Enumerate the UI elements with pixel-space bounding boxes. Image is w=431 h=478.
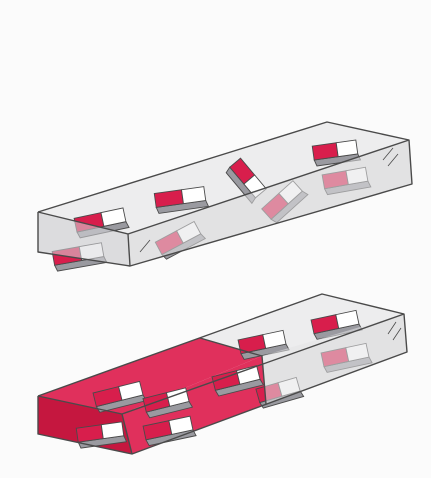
- box-bottom-front-face: [262, 314, 407, 404]
- box-top-glass-glints: [139, 147, 399, 253]
- box-bottom-glass-glints: [387, 321, 402, 341]
- box-top-end-face: [38, 212, 130, 266]
- box-bottom-block-5: [92, 380, 148, 413]
- box-bottom-fill-edge: [199, 337, 267, 405]
- box-top-outline: [37, 121, 413, 267]
- box-top-block-1: [311, 139, 362, 167]
- box-top-front-face: [128, 140, 412, 266]
- box-bottom-block-8: [75, 421, 128, 449]
- box-bottom-block-7: [211, 365, 265, 397]
- box-bottom-block-9: [142, 415, 197, 447]
- box-top-block-5: [153, 186, 210, 214]
- box-top: [37, 121, 413, 272]
- box-bottom-corner-edge: [121, 413, 133, 455]
- box-top-corner-edge: [127, 233, 131, 267]
- box-bottom-block-2: [237, 329, 290, 360]
- box-bottom: [37, 293, 408, 455]
- box-bottom-outline: [37, 293, 408, 455]
